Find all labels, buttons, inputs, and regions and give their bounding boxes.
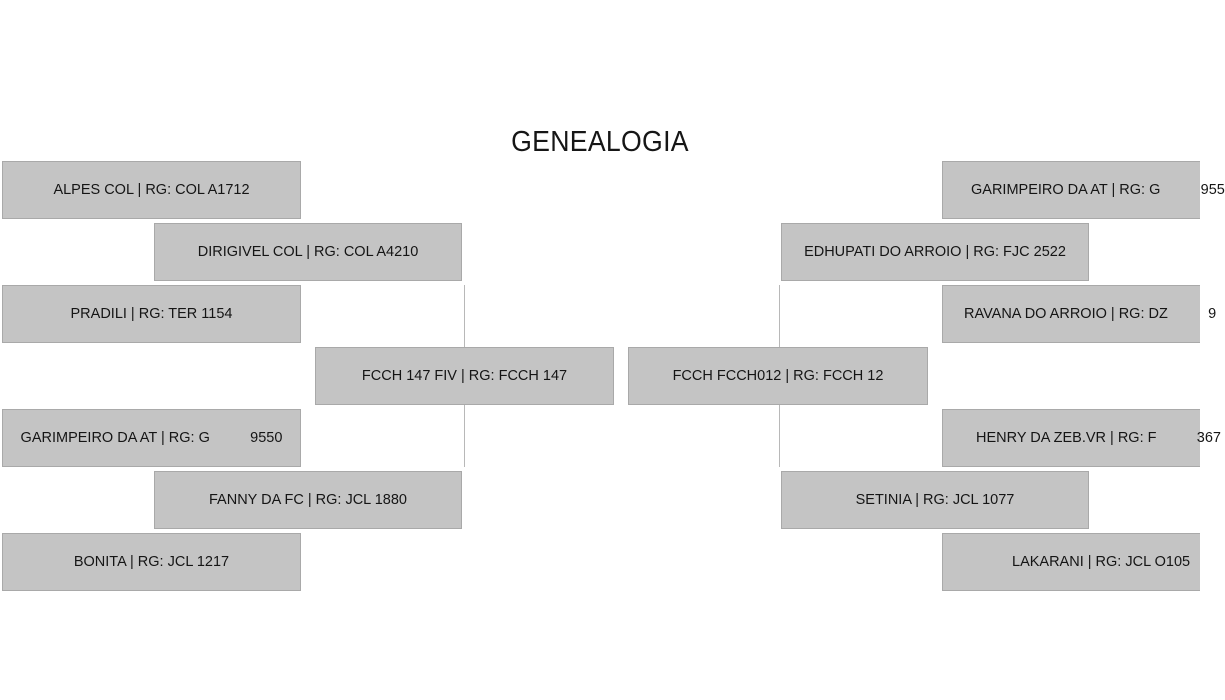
pedigree-box-paternal-grandsire-dam: PRADILI | RG: TER 1154	[2, 285, 301, 343]
pedigree-box-paternal-granddam-sire: GARIMPEIRO DA AT | RG: G 9550	[2, 409, 301, 467]
pedigree-box-sire: FCCH 147 FIV | RG: FCCH 147	[315, 347, 614, 405]
pedigree-label: EDHUPATI DO ARROIO | RG: FJC 2522	[804, 244, 1066, 260]
pedigree-box-paternal-granddam-dam: BONITA | RG: JCL 1217	[2, 533, 301, 591]
pedigree-label: RAVANA DO ARROIO | RG: DZ 9	[964, 306, 1217, 322]
pedigree-label: GARIMPEIRO DA AT | RG: G 9550	[20, 430, 283, 446]
pedigree-box-maternal-grandsire: EDHUPATI DO ARROIO | RG: FJC 2522	[781, 223, 1089, 281]
pedigree-box-dam: FCCH FCCH012 | RG: FCCH 12	[628, 347, 928, 405]
connector-line-left-lower	[464, 405, 465, 467]
pedigree-label: LAKARANI | RG: JCL O105	[1012, 554, 1191, 570]
pedigree-label: DIRIGIVEL COL | RG: COL A4210	[197, 244, 419, 260]
connector-line-right-upper	[779, 285, 780, 347]
pedigree-label: BONITA | RG: JCL 1217	[73, 554, 230, 570]
pedigree-label: FANNY DA FC | RG: JCL 1880	[209, 492, 407, 508]
pedigree-box-maternal-granddam-dam: LAKARANI | RG: JCL O105	[942, 533, 1200, 591]
pedigree-label: ALPES COL | RG: COL A1712	[53, 182, 250, 198]
pedigree-box-paternal-granddam: FANNY DA FC | RG: JCL 1880	[154, 471, 462, 529]
pedigree-label: FCCH 147 FIV | RG: FCCH 147	[361, 368, 568, 384]
page-title: GENEALOGIA	[511, 126, 689, 158]
pedigree-label: HENRY DA ZEB.VR | RG: F 367	[976, 430, 1221, 446]
pedigree-label: PRADILI | RG: TER 1154	[70, 306, 233, 322]
pedigree-label: FCCH FCCH012 | RG: FCCH 12	[672, 368, 884, 384]
pedigree-label: SETINIA | RG: JCL 1077	[855, 492, 1015, 508]
pedigree-box-paternal-grandsire-sire: ALPES COL | RG: COL A1712	[2, 161, 301, 219]
connector-line-right-lower	[779, 405, 780, 467]
pedigree-box-maternal-granddam-sire: HENRY DA ZEB.VR | RG: F 367	[942, 409, 1221, 467]
connector-line-left-upper	[464, 285, 465, 347]
pedigree-label: GARIMPEIRO DA AT | RG: G 955	[971, 182, 1225, 198]
pedigree-box-maternal-granddam: SETINIA | RG: JCL 1077	[781, 471, 1089, 529]
pedigree-box-maternal-grandsire-dam: RAVANA DO ARROIO | RG: DZ 9	[942, 285, 1216, 343]
pedigree-box-paternal-grandsire: DIRIGIVEL COL | RG: COL A4210	[154, 223, 462, 281]
pedigree-box-maternal-grandsire-sire: GARIMPEIRO DA AT | RG: G 955	[942, 161, 1225, 219]
